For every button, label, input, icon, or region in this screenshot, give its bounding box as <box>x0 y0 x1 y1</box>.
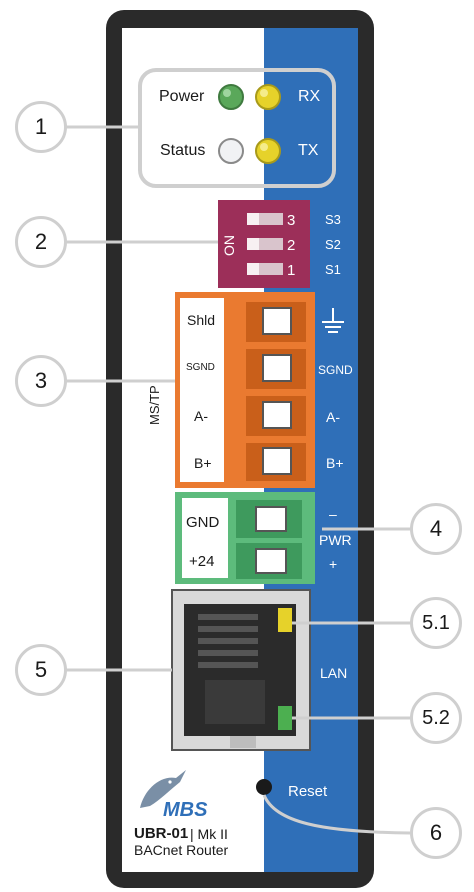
tx-label: TX <box>298 142 319 159</box>
terminal-gnd: GND <box>186 514 220 531</box>
tx-led-highlight <box>260 143 268 151</box>
mbs-logo-text: MBS <box>163 799 208 821</box>
lan-led-green <box>278 706 292 730</box>
lan-led-yellow <box>278 608 292 632</box>
status-label: Status <box>160 142 206 159</box>
reset-button-hole <box>256 779 272 795</box>
pwr-label: PWR <box>319 532 352 548</box>
product-name: BACnet Router <box>134 842 229 858</box>
terminal-sgnd: SGND <box>186 362 215 373</box>
power-led <box>218 84 244 110</box>
power-led-highlight <box>223 89 231 97</box>
model-name: UBR-01 <box>134 825 189 842</box>
terminal-b: B+ <box>194 455 212 471</box>
power-label-strip <box>182 498 228 578</box>
switch-label-s2: S2 <box>325 237 341 252</box>
mstp-screws <box>246 302 306 481</box>
dip-on-label: ON <box>221 235 237 256</box>
pwr-minus-label: – <box>329 506 337 522</box>
leader-lines <box>66 125 412 835</box>
terminal-24v: +24 <box>189 553 215 570</box>
status-led <box>218 138 244 164</box>
callout-5-2: 5.2 <box>410 692 462 744</box>
bird-logo-icon <box>140 770 186 808</box>
callout-4: 4 <box>410 503 462 555</box>
model-suffix: | Mk II <box>190 826 228 842</box>
ground-icon <box>322 308 344 333</box>
right-label-b: B+ <box>326 455 344 471</box>
dip-number-1: 1 <box>287 262 296 279</box>
dip-number-2: 2 <box>287 237 296 254</box>
mstp-side-label: MS/TP <box>147 385 162 425</box>
callout-2: 2 <box>15 216 67 268</box>
dip-switch-2-knob <box>247 238 259 250</box>
lan-label: LAN <box>320 665 348 681</box>
callout-3: 3 <box>15 355 67 407</box>
pwr-plus-label: + <box>329 556 338 572</box>
dip-switch-1-knob <box>247 263 259 275</box>
tx-led <box>255 138 281 164</box>
callout-5-1: 5.1 <box>410 597 462 649</box>
rx-led <box>255 84 281 110</box>
dip-switch-3-knob <box>247 213 259 225</box>
right-label-a: A- <box>326 409 340 425</box>
callout-1: 1 <box>15 101 67 153</box>
callout-5: 5 <box>15 644 67 696</box>
power-label: Power <box>159 88 205 105</box>
dip-number-3: 3 <box>287 212 296 229</box>
rx-label: RX <box>298 88 321 105</box>
terminal-shld: Shld <box>187 312 216 328</box>
mstp-label-strip <box>180 298 224 482</box>
terminal-a: A- <box>194 408 208 424</box>
switch-label-s3: S3 <box>325 212 341 227</box>
switch-label-s1: S1 <box>325 262 341 277</box>
callout-6: 6 <box>410 807 462 859</box>
rx-led-highlight <box>260 89 268 97</box>
reset-label: Reset <box>288 783 328 800</box>
lan-port-pins <box>198 614 258 668</box>
right-label-sgnd: SGND <box>318 363 353 377</box>
